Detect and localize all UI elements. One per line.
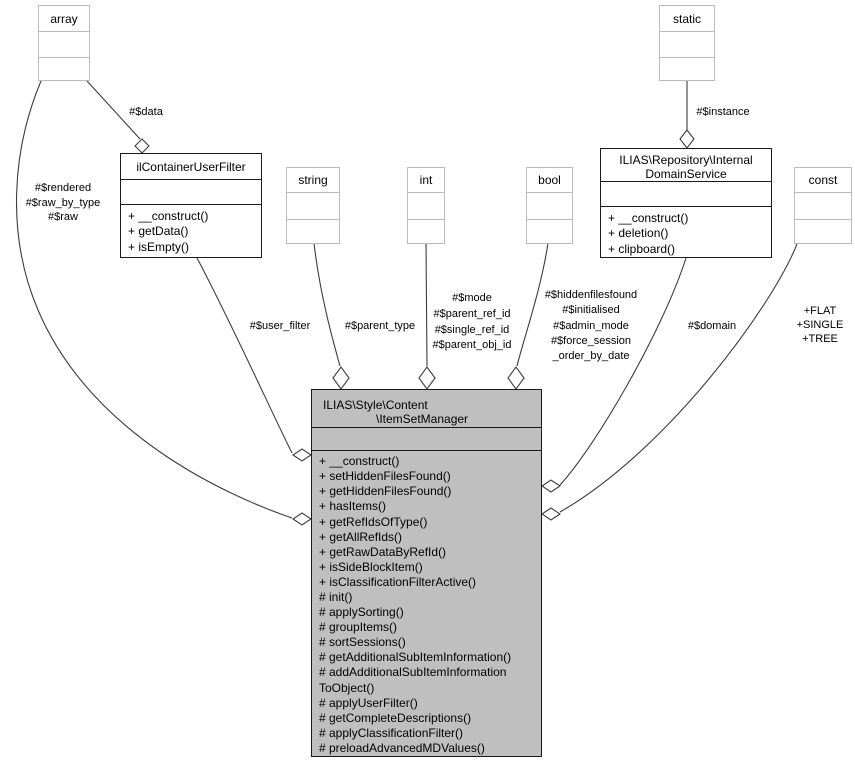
node-string-methods [287,219,339,243]
node-static-title: static [672,11,701,26]
node-itemsetmanager-title-line1: ILIAS\Style\Content [323,398,428,412]
node-itemsetmanager: ILIAS\Style\Content \ItemSetManager + __… [311,389,542,757]
node-string-title: string [298,173,328,187]
node-array-title: array [50,11,78,26]
edge-const-to-itemsetmanager [559,243,798,513]
node-ilcontaineruserfilter-attributes [121,179,261,204]
node-const-attributes [795,192,851,219]
node-const: const [794,167,852,244]
edge-label-const-values: +FLAT +SINGLE +TREE [796,305,844,345]
node-array-methods [39,57,89,80]
node-ilcontaineruserfilter-title: ilContainerUserFilter [136,159,246,174]
edge-bool-to-itemsetmanager [516,242,549,367]
aggregation-diamond [541,479,561,493]
edge-array-to-usefilter [86,80,141,140]
node-int-methods [408,219,444,243]
edge-int-to-itemsetmanager [425,242,428,367]
aggregation-diamond [679,129,695,149]
node-itemsetmanager-title-line2: \ItemSetManager [376,412,469,426]
node-static-attributes [660,31,714,57]
edge-label-rendered-raw: #$rendered #$raw_by_type #$raw [25,182,101,223]
aggregation-diamond [292,448,312,462]
node-string-attributes [287,192,339,219]
node-bool-methods [527,219,572,243]
node-int: int [407,167,445,244]
node-itemsetmanager-attributes [312,426,541,451]
node-internaldomainservice[interactable]: ILIAS\Repository\Internal DomainService … [600,148,772,258]
node-internaldomainservice-attributes [601,181,771,206]
node-itemsetmanager-methods: + __construct() + setHiddenFilesFound() … [312,450,541,756]
node-bool-title: bool [538,173,561,187]
aggregation-diamond [507,366,525,390]
node-array-attributes [39,31,89,57]
aggregation-diamond [292,512,312,526]
node-array: array [38,5,90,81]
node-const-title: const [808,173,838,187]
node-int-title: int [419,173,433,187]
node-ilcontaineruserfilter[interactable]: ilContainerUserFilter + __construct() + … [120,153,262,258]
edge-label-hiddenfiles-flags: #$hiddenfilesfound #$initialised #$admin… [544,289,638,363]
node-static-methods [660,57,714,80]
edge-label-mode-ids: #$mode #$parent_ref_id #$single_ref_id #… [432,292,512,352]
aggregation-diamond [134,138,150,154]
node-static: static [659,5,715,81]
edge-label-user-filter: #$user_filter [249,320,311,332]
edge-label-instance: #$instance [696,106,750,118]
edge-array-to-itemsetmanager [16,80,293,519]
node-const-methods [795,219,851,243]
edge-string-to-itemsetmanager [313,242,341,367]
node-itemsetmanager-title: ILIAS\Style\Content \ItemSetManager [312,390,541,427]
node-string: string [286,167,340,244]
aggregation-diamond [418,366,436,390]
node-ilcontaineruserfilter-methods: + __construct() + getData() + isEmpty() [121,204,261,257]
edge-label-domain: #$domain [687,320,737,332]
node-int-attributes [408,192,444,219]
edge-label-parent-type: #$parent_type [344,320,416,332]
node-internaldomainservice-methods: + __construct() + deletion() + clipboard… [601,205,771,257]
aggregation-diamond [541,507,561,521]
node-bool: bool [526,167,573,244]
edge-domainservice-to-itemsetmanager [559,257,687,486]
node-bool-attributes [527,192,572,219]
edge-userfilter-to-itemsetmanager [196,257,293,454]
aggregation-diamond [332,366,350,390]
edge-label-data: #$data [129,106,163,118]
node-internaldomainservice-title: ILIAS\Repository\Internal DomainService [619,153,753,181]
